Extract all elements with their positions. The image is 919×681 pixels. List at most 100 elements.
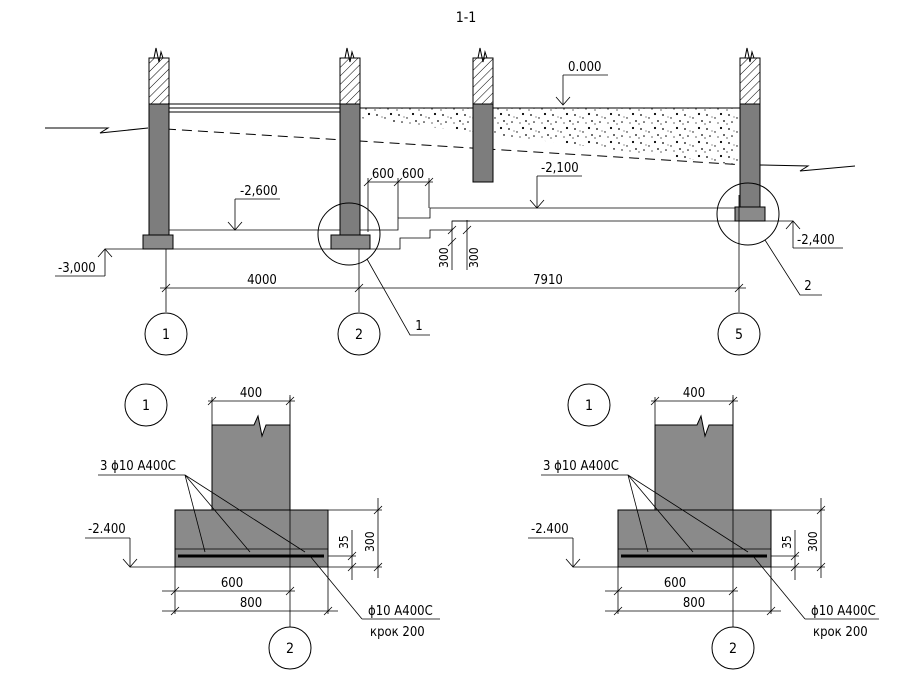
detail-footing: [174, 509, 329, 568]
dim-tick: [323, 606, 333, 616]
dim-600-a: 600: [372, 167, 394, 182]
dim-35-label: 35: [780, 535, 794, 549]
rebar-bottom-leader: [309, 555, 363, 620]
axis-label-1: 1: [162, 327, 170, 343]
elev-base-right-label: -2,400: [797, 233, 835, 248]
callout-label-2: 2: [804, 279, 811, 294]
dim-tick: [363, 177, 373, 187]
footing-2: [330, 234, 371, 250]
dim-300-label: 300: [806, 531, 820, 552]
dim-tick: [347, 562, 357, 572]
column-2: [339, 103, 361, 236]
span-left-label: 4000: [247, 273, 277, 288]
rebar-leader-2: [184, 474, 251, 553]
detail-callout-bubble: [124, 383, 168, 427]
dim-tick: [790, 562, 800, 572]
rebar-leader-1: [627, 474, 649, 553]
elev-base-left-label: -3,000: [58, 261, 96, 276]
detail-callout-bubble: [567, 383, 611, 427]
break-marks: [149, 47, 760, 63]
detail-axis-bubble: [268, 626, 312, 670]
detail-column: [654, 414, 734, 511]
dim-tick: [373, 505, 383, 515]
detail-elevation-label: -2.400: [531, 522, 569, 537]
ground-right: [759, 164, 856, 172]
column-cap-3: [472, 57, 494, 105]
dim-tick: [347, 551, 357, 561]
dim-tick: [161, 283, 171, 293]
dim-400-label: 400: [683, 386, 705, 401]
backfill-soil: [360, 108, 738, 165]
dim-400-label: 400: [240, 386, 262, 401]
elev-slab-left-arrow: [227, 221, 243, 231]
detail-axis-label: 2: [286, 641, 294, 657]
rebar-step-label: крок 200: [370, 625, 425, 640]
rebar-bottom-label: ϕ10 А400С: [811, 604, 876, 619]
detail-elevation-label: -2.400: [88, 522, 126, 537]
dim-tick: [462, 225, 472, 235]
column-cap-2: [339, 57, 361, 105]
dim-tick: [650, 396, 660, 406]
dim-600-label: 600: [221, 576, 243, 591]
detail-callout-label: 1: [142, 398, 150, 414]
footing-1: [142, 234, 174, 250]
column-3: [472, 103, 494, 183]
rebar-leader-3: [184, 474, 306, 553]
natural-ground-dashed: [149, 127, 746, 166]
axis-bubble-5: [717, 312, 761, 356]
axis-label-5: 5: [735, 327, 743, 343]
rebar-leader-1: [184, 474, 206, 553]
dim-tick: [734, 283, 744, 293]
axis-bubble-1: [144, 312, 188, 356]
column-cap-4: [739, 57, 761, 105]
detail-left: 1 400 3 ϕ10 А400С -2.400 35: [85, 383, 440, 670]
dim-tick: [447, 237, 457, 247]
dim-tick: [766, 606, 776, 616]
elev-slab-left-label: -2,600: [240, 184, 278, 199]
rebar-leader-3: [627, 474, 749, 553]
step-profile: [360, 207, 735, 231]
elev-slab-right-arrow: [529, 199, 545, 209]
detail-axis-label: 2: [729, 641, 737, 657]
column-cap-1: [148, 57, 170, 105]
dim-tick: [373, 562, 383, 572]
dim-300-b: 300: [467, 247, 481, 268]
dim-800-label: 800: [240, 596, 262, 611]
rebar-top-label: 3 ϕ10 А400С: [100, 459, 176, 474]
elev-top-arrow: [555, 96, 571, 106]
callout-leader-2: [764, 239, 822, 296]
dim-600-b: 600: [402, 167, 424, 182]
dim-tick: [170, 606, 180, 616]
dim-600-label: 600: [664, 576, 686, 591]
rebar-bottom-label: ϕ10 А400С: [368, 604, 433, 619]
dim-tick: [207, 396, 217, 406]
dim-tick: [170, 586, 180, 596]
callout-leader-1: [366, 258, 430, 336]
column-1: [148, 103, 170, 236]
detail-callout-circle-1: [317, 202, 381, 266]
rebar-leader-2: [627, 474, 694, 553]
dim-300-label: 300: [363, 531, 377, 552]
elev-top-label: 0.000: [568, 60, 601, 75]
footing-3: [734, 206, 766, 222]
detail-callout-circle-2: [716, 182, 780, 246]
detail-right: 1 400 3 ϕ10 А400С -2.400 35 300: [528, 383, 879, 670]
dim-800-label: 800: [683, 596, 705, 611]
dim-35-label: 35: [337, 535, 351, 549]
step-profile-bottom: [370, 220, 735, 250]
dim-tick: [393, 177, 403, 187]
column-4: [739, 103, 761, 208]
dim-tick: [447, 225, 457, 235]
dim-tick: [424, 177, 434, 187]
rebar-bottom-leader: [752, 555, 806, 620]
rebar-top-label: 3 ϕ10 А400С: [543, 459, 619, 474]
dim-300-a: 300: [437, 247, 451, 268]
dim-tick: [613, 606, 623, 616]
detail-column: [211, 414, 291, 511]
span-right-label: 7910: [533, 273, 563, 288]
elev-slab-right-label: -2,100: [541, 161, 579, 176]
dim-tick: [354, 283, 364, 293]
dim-tick: [816, 505, 826, 515]
detail-callout-label: 1: [585, 398, 593, 414]
